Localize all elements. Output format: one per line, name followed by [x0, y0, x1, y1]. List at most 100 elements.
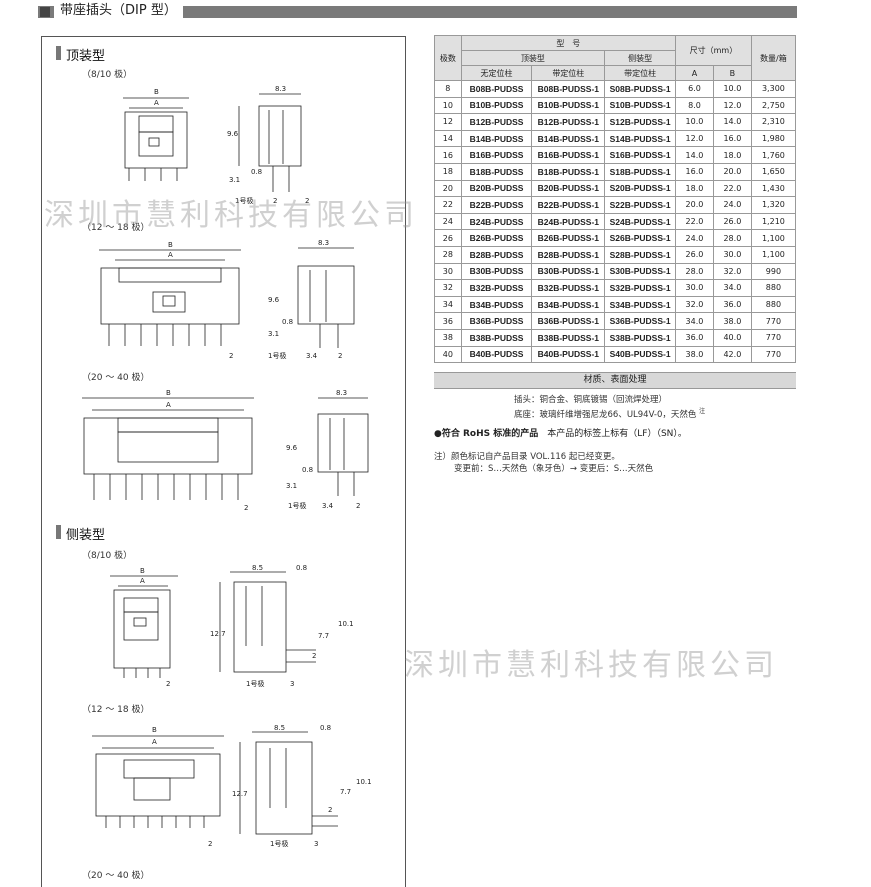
watermark-top: 深圳市慧利科技有限公司 [44, 198, 418, 233]
svg-text:B: B [166, 389, 171, 397]
table-cell: 8.0 [674, 96, 714, 115]
table-cell: 36.0 [712, 295, 752, 314]
table-cell: 1,320 [750, 196, 797, 214]
table-cell: S26B-PUDSS-1 [604, 229, 676, 247]
svg-text:A: A [168, 251, 173, 259]
table-cell: 30.0 [674, 279, 714, 297]
drawing-side-small-front: B A 2 [110, 567, 178, 688]
table-cell: B14B-PUDSS-1 [531, 129, 606, 148]
table-cell: 16.0 [712, 129, 752, 148]
table-cell: B30B-PUDSS-1 [531, 262, 606, 281]
svg-text:2: 2 [338, 352, 342, 360]
table-cell: 1,210 [750, 212, 797, 231]
svg-text:A: A [152, 738, 157, 746]
table-cell: 38 [434, 328, 462, 347]
svg-text:A: A [166, 401, 171, 409]
svg-text:2: 2 [208, 840, 212, 848]
svg-text:9.6: 9.6 [268, 296, 280, 304]
table-cell: 10.0 [674, 113, 714, 131]
svg-text:3.4: 3.4 [322, 502, 334, 510]
svg-text:3.1: 3.1 [229, 176, 240, 184]
note-line1: 注）颜色标记自产品目录 VOL.116 起已经变更。 [434, 452, 620, 462]
section-top-type: 顶装型 [56, 45, 105, 64]
materials-line2: 底座：玻璃纤维增强尼龙66、UL94V-0，天然色 注 [514, 408, 706, 420]
svg-text:0.8: 0.8 [302, 466, 313, 474]
th-qty: 数量/箱 [750, 35, 797, 81]
svg-text:B: B [152, 726, 157, 734]
table-cell: 770 [750, 328, 797, 347]
svg-text:B: B [168, 241, 173, 249]
table-cell: B08B-PUDSS [460, 80, 533, 98]
svg-text:7.7: 7.7 [318, 632, 329, 640]
table-cell: 6.0 [674, 80, 714, 98]
svg-text:3: 3 [314, 840, 318, 848]
table-cell: 28.0 [712, 229, 752, 247]
table-cell: B36B-PUDSS [460, 312, 533, 330]
table-cell: 30 [434, 262, 462, 281]
table-cell: B20B-PUDSS [460, 179, 533, 198]
svg-text:12.7: 12.7 [210, 630, 226, 638]
table-cell: B34B-PUDSS [460, 295, 533, 314]
table-cell: S14B-PUDSS-1 [604, 129, 676, 148]
table-cell: 36 [434, 312, 462, 330]
table-cell: B40B-PUDSS [460, 345, 533, 364]
table-cell: B40B-PUDSS-1 [531, 345, 606, 364]
svg-text:1号极: 1号极 [270, 839, 288, 848]
table-cell: B38B-PUDSS [460, 328, 533, 347]
table-cell: B22B-PUDSS [460, 196, 533, 214]
table-cell: B10B-PUDSS [460, 96, 533, 115]
svg-text:1号极: 1号极 [288, 501, 306, 510]
watermark-bottom: 深圳市慧利科技有限公司 [404, 648, 778, 683]
header-bar [38, 6, 797, 18]
table-cell: 3,300 [750, 80, 797, 98]
sub-side-8-10: （8/10 极） [82, 551, 133, 561]
svg-text:0.8: 0.8 [251, 168, 262, 176]
table-cell: 10 [434, 96, 462, 115]
svg-text:2: 2 [273, 197, 277, 205]
table-cell: S30B-PUDSS-1 [604, 262, 676, 281]
table-cell: 16.0 [674, 162, 714, 181]
svg-text:B: B [140, 567, 145, 575]
table-cell: 30.0 [712, 245, 752, 264]
table-cell: B34B-PUDSS-1 [531, 295, 606, 314]
table-cell: 1,430 [750, 179, 797, 198]
svg-text:2: 2 [312, 652, 316, 660]
drawing-top-small-front: B A [123, 88, 189, 181]
table-cell: B36B-PUDSS-1 [531, 312, 606, 330]
table-cell: S18B-PUDSS-1 [604, 162, 676, 181]
table-cell: B16B-PUDSS [460, 146, 533, 164]
svg-text:A: A [154, 99, 159, 107]
table-cell: 2,750 [750, 96, 797, 115]
table-cell: 26 [434, 229, 462, 247]
th-post2: 带定位柱 [604, 65, 676, 81]
drawing-top-mid-side: 8.3 9.6 0.8 3.1 1号极 3.4 2 [268, 239, 355, 360]
table-cell: 26.0 [674, 245, 714, 264]
table-cell: B24B-PUDSS [460, 212, 533, 231]
sub-top-20-40: （20 ～ 40 极） [82, 373, 150, 383]
table-cell: B24B-PUDSS-1 [531, 212, 606, 231]
table-cell: 880 [750, 295, 797, 314]
table-cell: 20 [434, 179, 462, 198]
svg-text:B: B [154, 88, 159, 96]
table-cell: 8 [434, 80, 462, 98]
table-cell: 32.0 [712, 262, 752, 281]
svg-text:9.6: 9.6 [286, 444, 298, 452]
drawings-panel [41, 36, 406, 887]
table-cell: B30B-PUDSS [460, 262, 533, 281]
table-cell: 14 [434, 129, 462, 148]
drawing-top-large-side: 8.3 9.6 0.8 3.1 1号极 3.4 2 [286, 389, 369, 510]
section-side-type: 侧装型 [56, 524, 105, 543]
drawing-top-small-side: 8.3 9.6 0.8 3.1 1号极 2 2 [227, 85, 309, 205]
materials-title: 材质、表面处理 [434, 372, 796, 389]
table-cell: B08B-PUDSS-1 [531, 80, 606, 98]
svg-text:1号极: 1号极 [235, 196, 253, 205]
table-cell: 34.0 [674, 312, 714, 330]
